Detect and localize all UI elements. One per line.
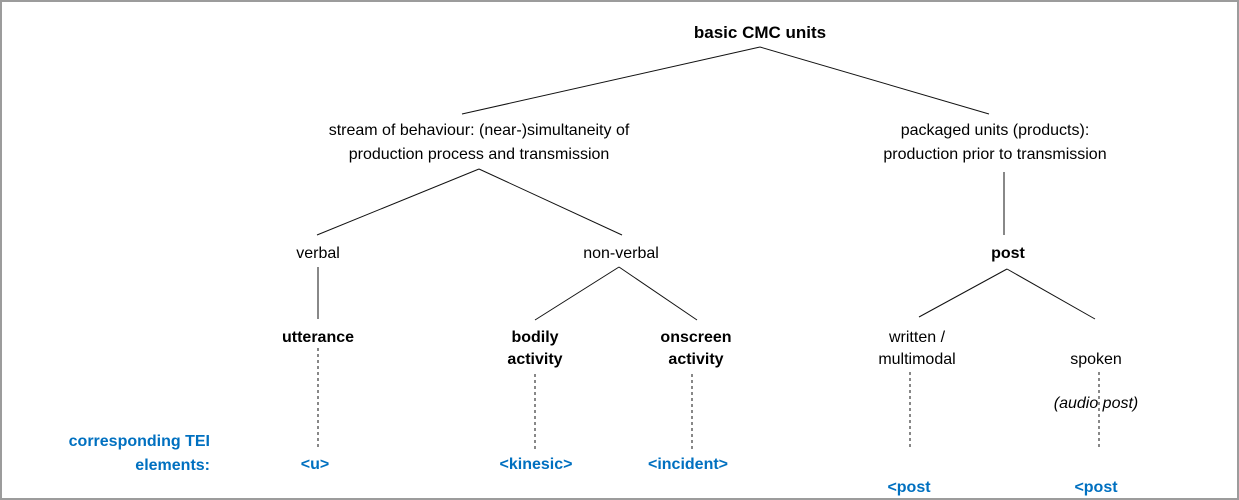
tei-element-post-spoken: <post modality='spoken'> (1028, 452, 1164, 498)
node-spoken-audio-post: spoken (audio post) (1054, 327, 1139, 437)
tei-post-spoken-tag: <post (1074, 479, 1118, 496)
node-bodily-activity: bodily activity (507, 329, 563, 368)
node-utterance: utterance (281, 329, 355, 346)
connector-post-to-spoken (1006, 268, 1096, 320)
tei-element-kinesic: <kinesic> (499, 456, 573, 473)
node-written-multimodal: written / multimodal (878, 329, 956, 368)
node-stream-of-behaviour: stream of behaviour: (near-)simultaneity… (328, 122, 630, 163)
connector-nonverbal-to-bodily (534, 266, 620, 321)
connector-stream-to-verbal (316, 168, 480, 236)
node-basic-cmc-units: basic CMC units (693, 23, 827, 42)
connector-post-to-written (918, 268, 1008, 318)
node-packaged-units: packaged units (products): production pr… (883, 122, 1107, 163)
tei-element-post-written: <post modality='written'> (843, 452, 975, 498)
node-post: post (991, 245, 1025, 262)
node-spoken-label: spoken (1070, 351, 1122, 368)
tei-element-u: <u> (300, 456, 330, 473)
tei-post-written-tag: <post (887, 479, 931, 496)
node-onscreen-activity: onscreen activity (660, 329, 732, 368)
node-verbal: verbal (296, 245, 340, 262)
connector-stream-to-nonverbal (478, 168, 623, 236)
node-spoken-audio-post-label: (audio post) (1053, 395, 1139, 412)
corresponding-tei-elements-caption: corresponding TEI elements: (68, 433, 210, 474)
connector-root-to-stream (461, 46, 761, 115)
connector-nonverbal-to-onscreen (618, 266, 698, 321)
node-non-verbal: non-verbal (583, 245, 659, 262)
tei-element-incident: <incident> (647, 456, 729, 473)
connector-root-to-packaged (759, 46, 990, 115)
